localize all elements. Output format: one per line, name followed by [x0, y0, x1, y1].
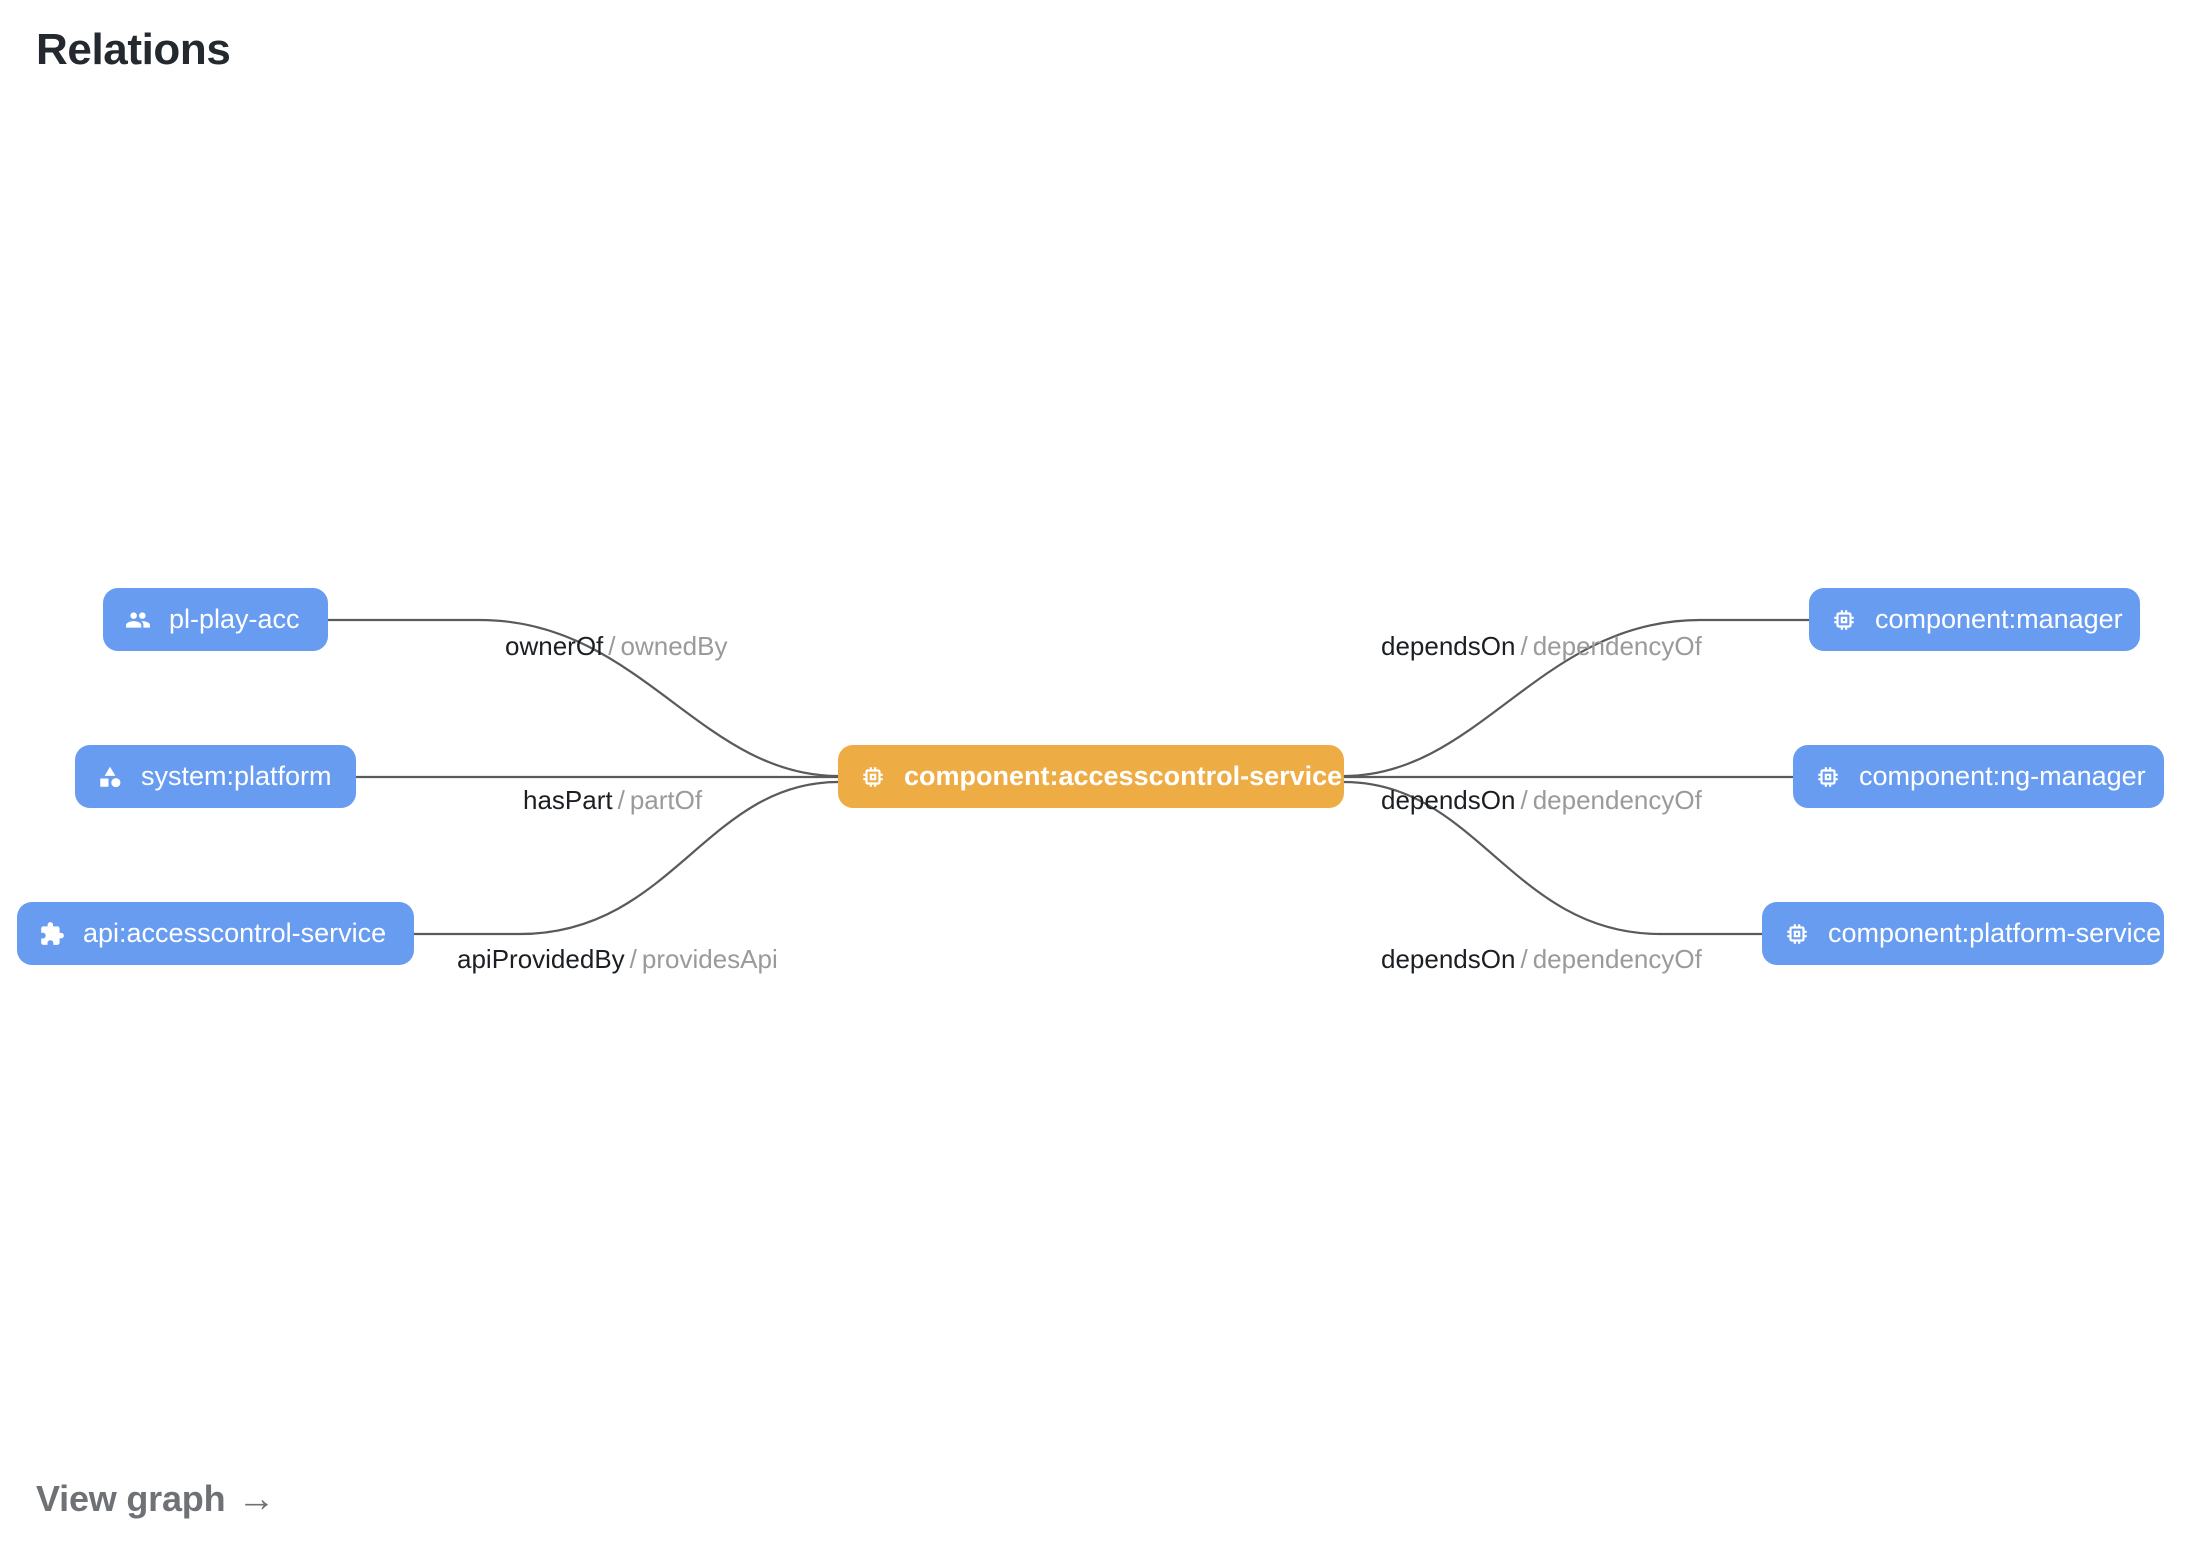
group-icon — [125, 607, 151, 633]
edge-label-separator: / — [1520, 785, 1528, 815]
graph-edge — [1343, 780, 1762, 936]
edge-label: ownerOf/ownedBy — [505, 633, 727, 659]
edge-label-forward: hasPart — [523, 785, 613, 815]
edge-label-reverse: dependencyOf — [1532, 785, 1702, 815]
edge-label: dependsOn/dependencyOf — [1381, 633, 1702, 659]
view-graph-link[interactable]: View graph → — [36, 1478, 275, 1520]
graph-node-pl-play-acc[interactable]: pl-play-acc — [103, 588, 328, 651]
edge-label-forward: dependsOn — [1381, 785, 1516, 815]
edge-label: dependsOn/dependencyOf — [1381, 787, 1702, 813]
edge-label-separator: / — [608, 631, 616, 661]
edge-label-separator: / — [617, 785, 625, 815]
memory-chip-icon — [860, 764, 886, 790]
category-icon — [97, 764, 123, 790]
graph-node-system-platform[interactable]: system:platform — [75, 745, 356, 808]
graph-node-label: component:manager — [1875, 604, 2123, 634]
edge-label-forward: dependsOn — [1381, 631, 1516, 661]
edge-label: dependsOn/dependencyOf — [1381, 946, 1702, 972]
edge-label-separator: / — [1520, 631, 1528, 661]
graph-node-component-platform-service[interactable]: component:platform-service — [1762, 902, 2164, 965]
graph-node-component-ng-manager[interactable]: component:ng-manager — [1793, 745, 2164, 808]
graph-node-label: pl-play-acc — [169, 604, 300, 634]
extension-icon — [39, 921, 65, 947]
graph-edge — [414, 780, 839, 936]
edge-label-reverse: dependencyOf — [1532, 944, 1702, 974]
arrow-right-icon: → — [237, 1478, 276, 1520]
graph-node-label: system:platform — [141, 761, 332, 791]
graph-edge — [1343, 618, 1809, 778]
graph-edge — [328, 618, 839, 778]
edge-label-reverse: providesApi — [641, 944, 778, 974]
memory-chip-icon — [1831, 607, 1857, 633]
graph-node-label: component:accesscontrol-service — [904, 761, 1343, 791]
edge-label-forward: ownerOf — [505, 631, 604, 661]
edge-label-separator: / — [629, 944, 637, 974]
graph-node-label: component:ng-manager — [1859, 761, 2146, 791]
edge-label: hasPart/partOf — [523, 787, 702, 813]
view-graph-label: View graph — [36, 1478, 226, 1519]
memory-chip-icon — [1815, 764, 1841, 790]
edge-label-reverse: ownedBy — [620, 631, 728, 661]
page-title: Relations — [36, 25, 231, 74]
graph-node-component-manager[interactable]: component:manager — [1809, 588, 2140, 651]
edge-label-reverse: dependencyOf — [1532, 631, 1702, 661]
edge-label-reverse: partOf — [629, 785, 703, 815]
graph-node-component-accesscontrol-service[interactable]: component:accesscontrol-service — [838, 745, 1344, 808]
graph-node-label: component:platform-service — [1828, 918, 2162, 948]
edge-label-forward: dependsOn — [1381, 944, 1516, 974]
edge-label-separator: / — [1520, 944, 1528, 974]
edge-label: apiProvidedBy/providesApi — [457, 946, 778, 972]
edge-label-forward: apiProvidedBy — [457, 944, 625, 974]
graph-node-api-accesscontrol-service[interactable]: api:accesscontrol-service — [17, 902, 414, 965]
memory-chip-icon — [1784, 921, 1810, 947]
graph-node-label: api:accesscontrol-service — [83, 918, 387, 948]
